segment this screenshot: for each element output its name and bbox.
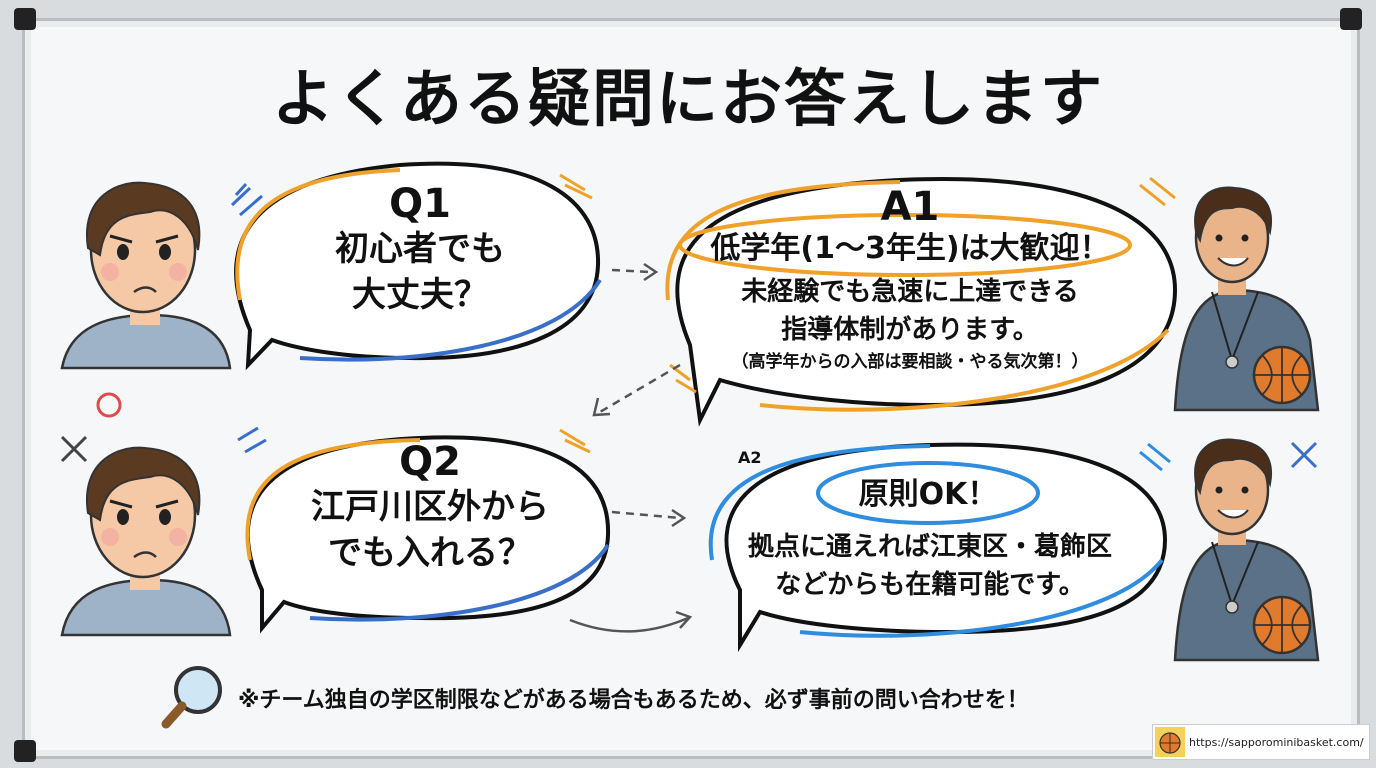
frame-corner bbox=[14, 8, 36, 30]
a1-bubble bbox=[665, 176, 1178, 427]
a2-line2: などからも在籍可能です。 bbox=[775, 570, 1085, 600]
coach-icon bbox=[1173, 438, 1320, 662]
cross-doodle bbox=[1290, 441, 1318, 469]
coach-icon bbox=[1173, 186, 1320, 412]
frame-corner bbox=[14, 740, 36, 762]
a2-bubble bbox=[708, 442, 1171, 653]
footer-note: ※チーム独自の学区制限などがある場合もあるため、必ず事前の問い合わせを！ bbox=[238, 688, 1029, 713]
a2-label: A2 bbox=[738, 448, 762, 467]
a2-body: 拠点に通えれば江東区・葛飾区 などからも在籍可能です。 bbox=[720, 528, 1140, 604]
site-url[interactable]: https://sapporominibasket.com/ bbox=[1189, 735, 1364, 749]
page-title: よくある疑問にお答えします bbox=[271, 62, 1104, 135]
q1-text: Q1 初心者でも 大丈夫？ bbox=[270, 182, 570, 318]
magnifier-icon bbox=[161, 666, 222, 729]
basketball-logo-icon bbox=[1155, 727, 1185, 757]
a2-line1: 拠点に通えれば江東区・葛飾区 bbox=[747, 532, 1112, 562]
circle-doodle bbox=[96, 392, 122, 418]
q1-line1: 初心者でも bbox=[335, 229, 505, 269]
q2-line2: でも入れる？ bbox=[328, 533, 532, 573]
arrows bbox=[569, 262, 693, 633]
cross-doodle bbox=[60, 435, 88, 463]
q2-label: Q2 bbox=[399, 439, 461, 485]
a1-text: A1 低学年(1～3年生)は大歓迎！ 未経験でも急速に上達できる 指導体制があり… bbox=[690, 185, 1130, 375]
worried-boy-icon bbox=[60, 446, 232, 637]
a1-label: A1 bbox=[880, 184, 940, 230]
q1-bubble bbox=[230, 161, 602, 371]
site-url-badge[interactable]: https://sapporominibasket.com/ bbox=[1152, 724, 1370, 760]
worried-boy-icon bbox=[60, 181, 232, 370]
q1-line2: 大丈夫？ bbox=[352, 275, 488, 315]
frame-corner bbox=[1340, 8, 1362, 30]
a1-line2: 指導体制があります。 bbox=[781, 315, 1039, 345]
q1-label: Q1 bbox=[389, 181, 451, 227]
a1-line1: 未経験でも急速に上達できる bbox=[741, 277, 1079, 307]
q2-text: Q2 江戸川区外から でも入れる？ bbox=[280, 440, 580, 576]
a1-note: （高学年からの入部は要相談・やる気次第！） bbox=[731, 352, 1089, 372]
q2-line1: 江戸川区外から bbox=[311, 487, 549, 527]
q2-bubble bbox=[237, 426, 611, 634]
a1-highlight: 低学年(1～3年生)は大歓迎！ bbox=[710, 231, 1110, 266]
a2-highlight: 原則OK！ bbox=[858, 477, 998, 512]
